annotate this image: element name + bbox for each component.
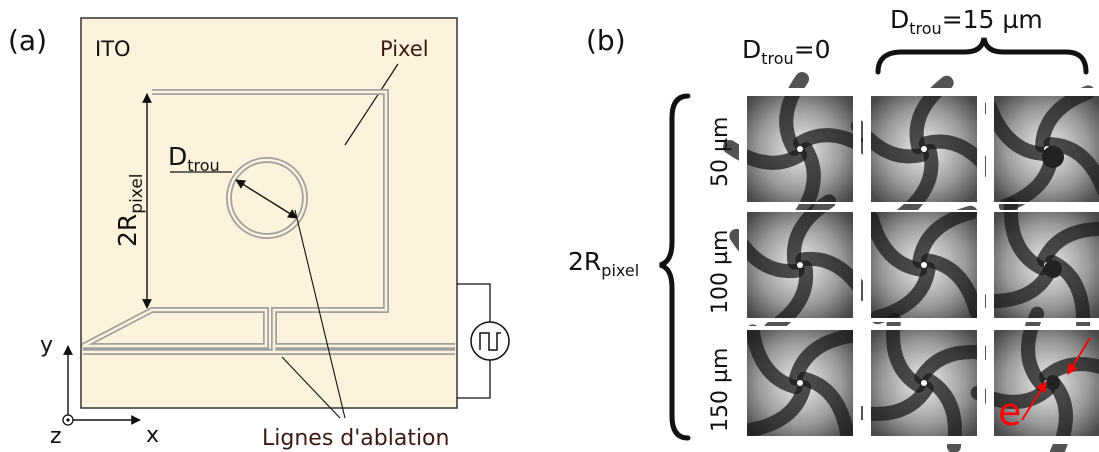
ablation-leader-2 <box>281 356 341 419</box>
col-header-1: Dtrou=0 <box>742 35 831 68</box>
thickness-arrow-bottom <box>1021 381 1047 421</box>
ac-source-icon <box>470 321 510 361</box>
pixel-leader-line <box>344 63 399 146</box>
pixel-label: Pixel <box>380 37 429 61</box>
square-wave-glyph <box>479 332 501 351</box>
source-wire <box>457 283 491 399</box>
panel-b-label: (b) <box>586 24 626 57</box>
thickness-label: e <box>998 390 1021 434</box>
micrograph-grid <box>723 72 1099 452</box>
micrograph-tile <box>983 85 1099 213</box>
z-axis-dot <box>66 418 70 422</box>
ablation-leader-1 <box>294 209 346 419</box>
row-label-150: 150 µm <box>708 348 733 432</box>
micrograph-tile <box>723 72 877 226</box>
d-trou-label: Dtrou <box>168 142 220 175</box>
micrograph-tile <box>850 75 998 223</box>
micrograph-tile <box>729 194 871 336</box>
ablation-label: Lignes d'ablation <box>262 426 449 451</box>
ito-label: ITO <box>95 37 131 61</box>
hole-diameter-arrow <box>235 179 298 219</box>
row-group-label: 2Rpixel <box>568 247 639 280</box>
pixel-size-label: 2Rpixel <box>113 173 147 247</box>
axis-y-label: y <box>40 333 53 358</box>
micrograph-tile <box>970 306 1099 452</box>
panel-b: (b) Dtrou=0 Dtrou=15 µm 2Rpixel 50 µm 10… <box>568 5 1099 452</box>
axis-z-label: z <box>50 424 62 449</box>
row-label-100: 100 µm <box>708 230 733 314</box>
thickness-arrow-top <box>1067 337 1091 375</box>
row-group-brace <box>659 93 691 441</box>
axis-x-label: x <box>146 423 159 448</box>
micrograph-tile <box>853 312 995 452</box>
hole-outline-inner <box>227 158 307 238</box>
micrograph-tile <box>980 198 1099 332</box>
micrograph-tile <box>741 324 859 442</box>
panel-a-label: (a) <box>8 24 47 57</box>
col-header-2: Dtrou=15 µm <box>890 5 1043 38</box>
pixel-outline-inner <box>82 90 455 354</box>
panel-a: (a) ITO Pixel Dtrou 2Rpixel Lignes d'abl… <box>8 17 510 451</box>
micrograph-tile <box>864 205 984 325</box>
column-group-brace <box>875 37 1089 75</box>
